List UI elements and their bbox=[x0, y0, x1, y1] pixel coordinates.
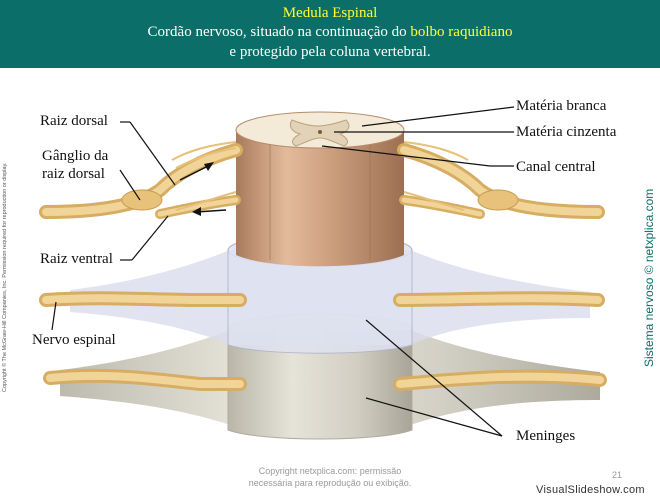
label-materia-branca: Matéria branca bbox=[516, 98, 607, 114]
footer-copyright-line1: Copyright netxplica.com: permissão bbox=[258, 466, 402, 476]
slide-header: Medula Espinal Cordão nervoso, situado n… bbox=[0, 0, 660, 68]
upper-nerve-roots bbox=[39, 141, 605, 219]
side-copyright-notice: Copyright © The McGraw-Hill Companies, I… bbox=[2, 162, 8, 392]
label-materia-cinzenta: Matéria cinzenta bbox=[516, 124, 617, 140]
middle-nerve-pair bbox=[39, 291, 605, 307]
page-number: 21 bbox=[612, 470, 623, 480]
watermark: VisualSlideshow.com bbox=[536, 484, 645, 496]
label-nervo-espinal: Nervo espinal bbox=[32, 332, 116, 348]
slide-subtitle-line2: e protegido pela coluna vertebral. bbox=[229, 44, 431, 60]
signal-direction-arrows bbox=[179, 162, 227, 216]
spinal-cord-illustration bbox=[39, 106, 607, 440]
footer-copyright-line2: necessária para reprodução ou exibição. bbox=[248, 478, 412, 488]
label-canal-central: Canal central bbox=[516, 159, 596, 175]
label-raiz-ventral: Raiz ventral bbox=[40, 251, 113, 267]
label-leader-lines bbox=[51, 106, 515, 437]
footer-copyright: Copyright netxplica.com: permissão neces… bbox=[230, 465, 430, 489]
spinal-cord-segment bbox=[235, 111, 405, 267]
label-ganglio-line2: raiz dorsal bbox=[42, 166, 105, 182]
slide-title: Medula Espinal bbox=[282, 5, 378, 21]
subtitle-text: Cordão nervoso, situado na continuação d… bbox=[147, 24, 411, 40]
label-ganglio-line1: Gânglio da bbox=[42, 148, 109, 164]
side-site-credit: Sistema nervoso © netxplica.com bbox=[642, 188, 656, 367]
label-raiz-dorsal: Raiz dorsal bbox=[40, 113, 108, 129]
lower-nerve-pair bbox=[43, 368, 607, 391]
label-meninges: Meninges bbox=[516, 428, 576, 444]
slide-subtitle-line1: Cordão nervoso, situado na continuação d… bbox=[0, 24, 660, 41]
subtitle-highlight: bolbo raquidiano bbox=[410, 24, 513, 40]
